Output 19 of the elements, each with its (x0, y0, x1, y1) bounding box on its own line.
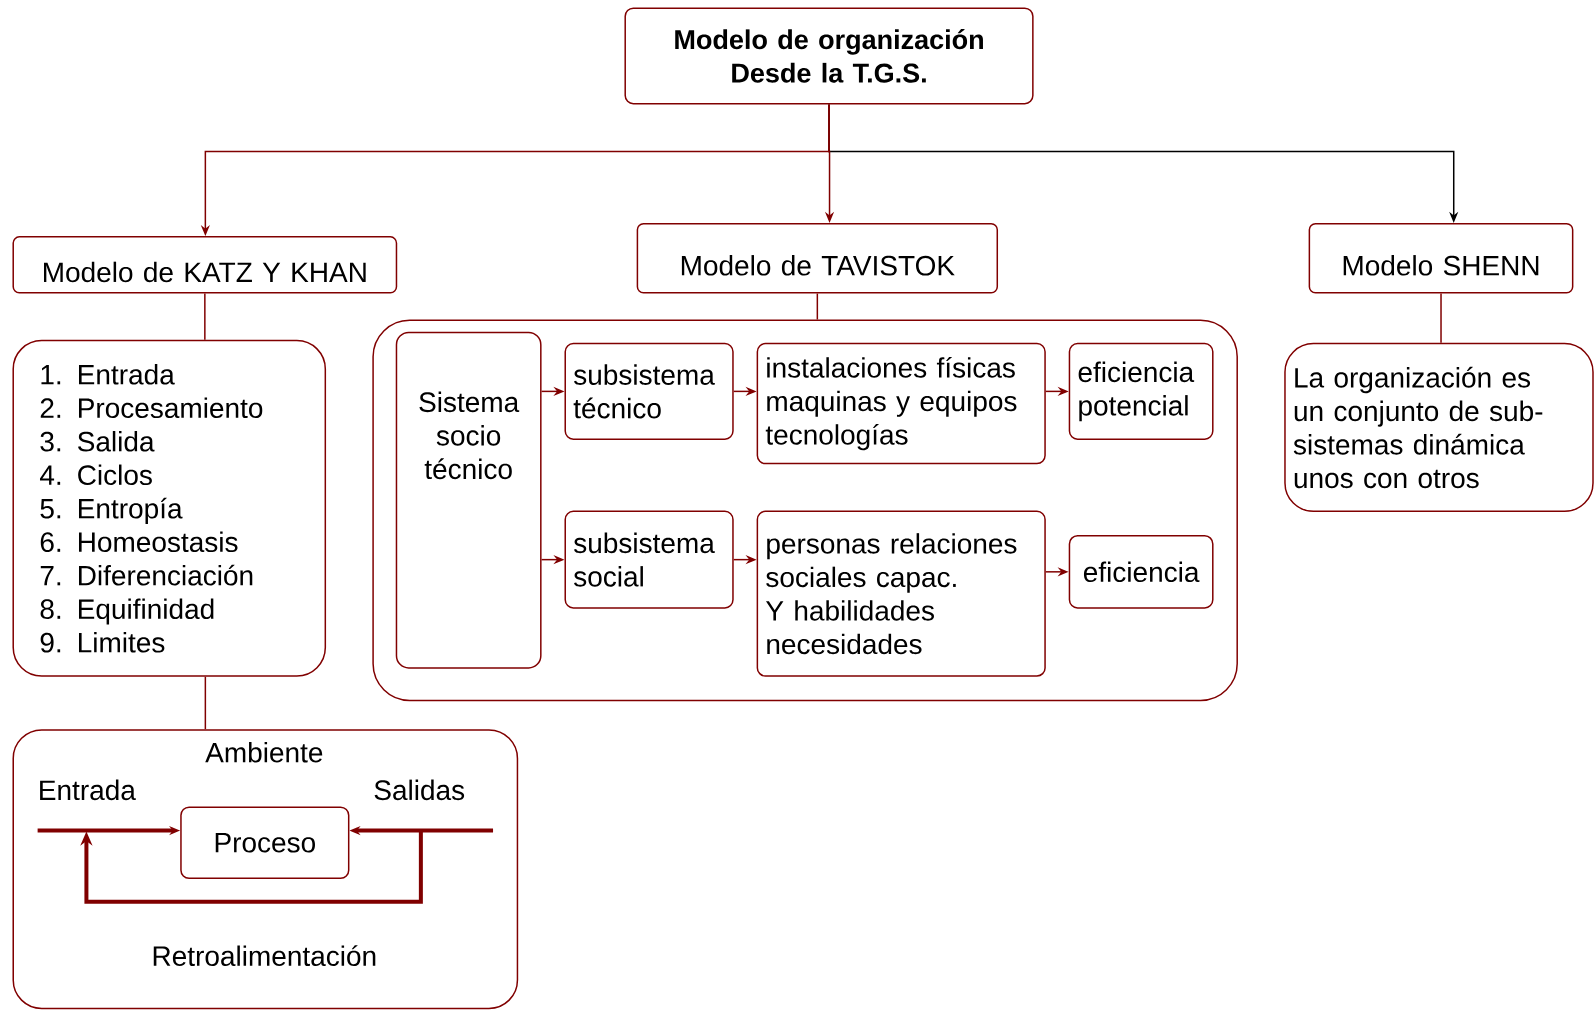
connector-line (204, 292, 206, 341)
connector-line (816, 292, 819, 321)
process-box: Modelo de TAVISTOK (636, 222, 999, 294)
text-box: La organización es un conjunto de sub-sistemas dinámica unos con otros (1284, 342, 1594, 513)
process-box: Proceso (180, 806, 350, 880)
title-box: Modelo de organización Desde la T.G.S. (624, 7, 1034, 105)
process-box: Modelo SHENN (1308, 222, 1574, 294)
process-box: eficiencia (1068, 535, 1214, 609)
process-box: Modelo de KATZ Y KHAN (12, 236, 398, 294)
list-box: 1. Entrada 2. Procesamiento 3. Salida 4. Ciclos 5. Entropía 6. Homeostasis 7. Diferenciación 8. Equifinidad 9. Limites (12, 339, 327, 677)
process-box: personas relaciones sociales capac. Y habilidades necesidades (756, 510, 1046, 677)
group-frame (372, 319, 1238, 702)
process-box: eficiencia potencial (1068, 342, 1214, 440)
process-box: Sistema socio técnico (395, 331, 542, 669)
connector-line (204, 676, 207, 730)
process-box: subsistema social (564, 510, 734, 609)
connector-line (1440, 292, 1442, 344)
process-box: instalaciones físicas maquinas y equipos tecnologías (756, 342, 1046, 465)
process-box: subsistema técnico (564, 342, 734, 440)
